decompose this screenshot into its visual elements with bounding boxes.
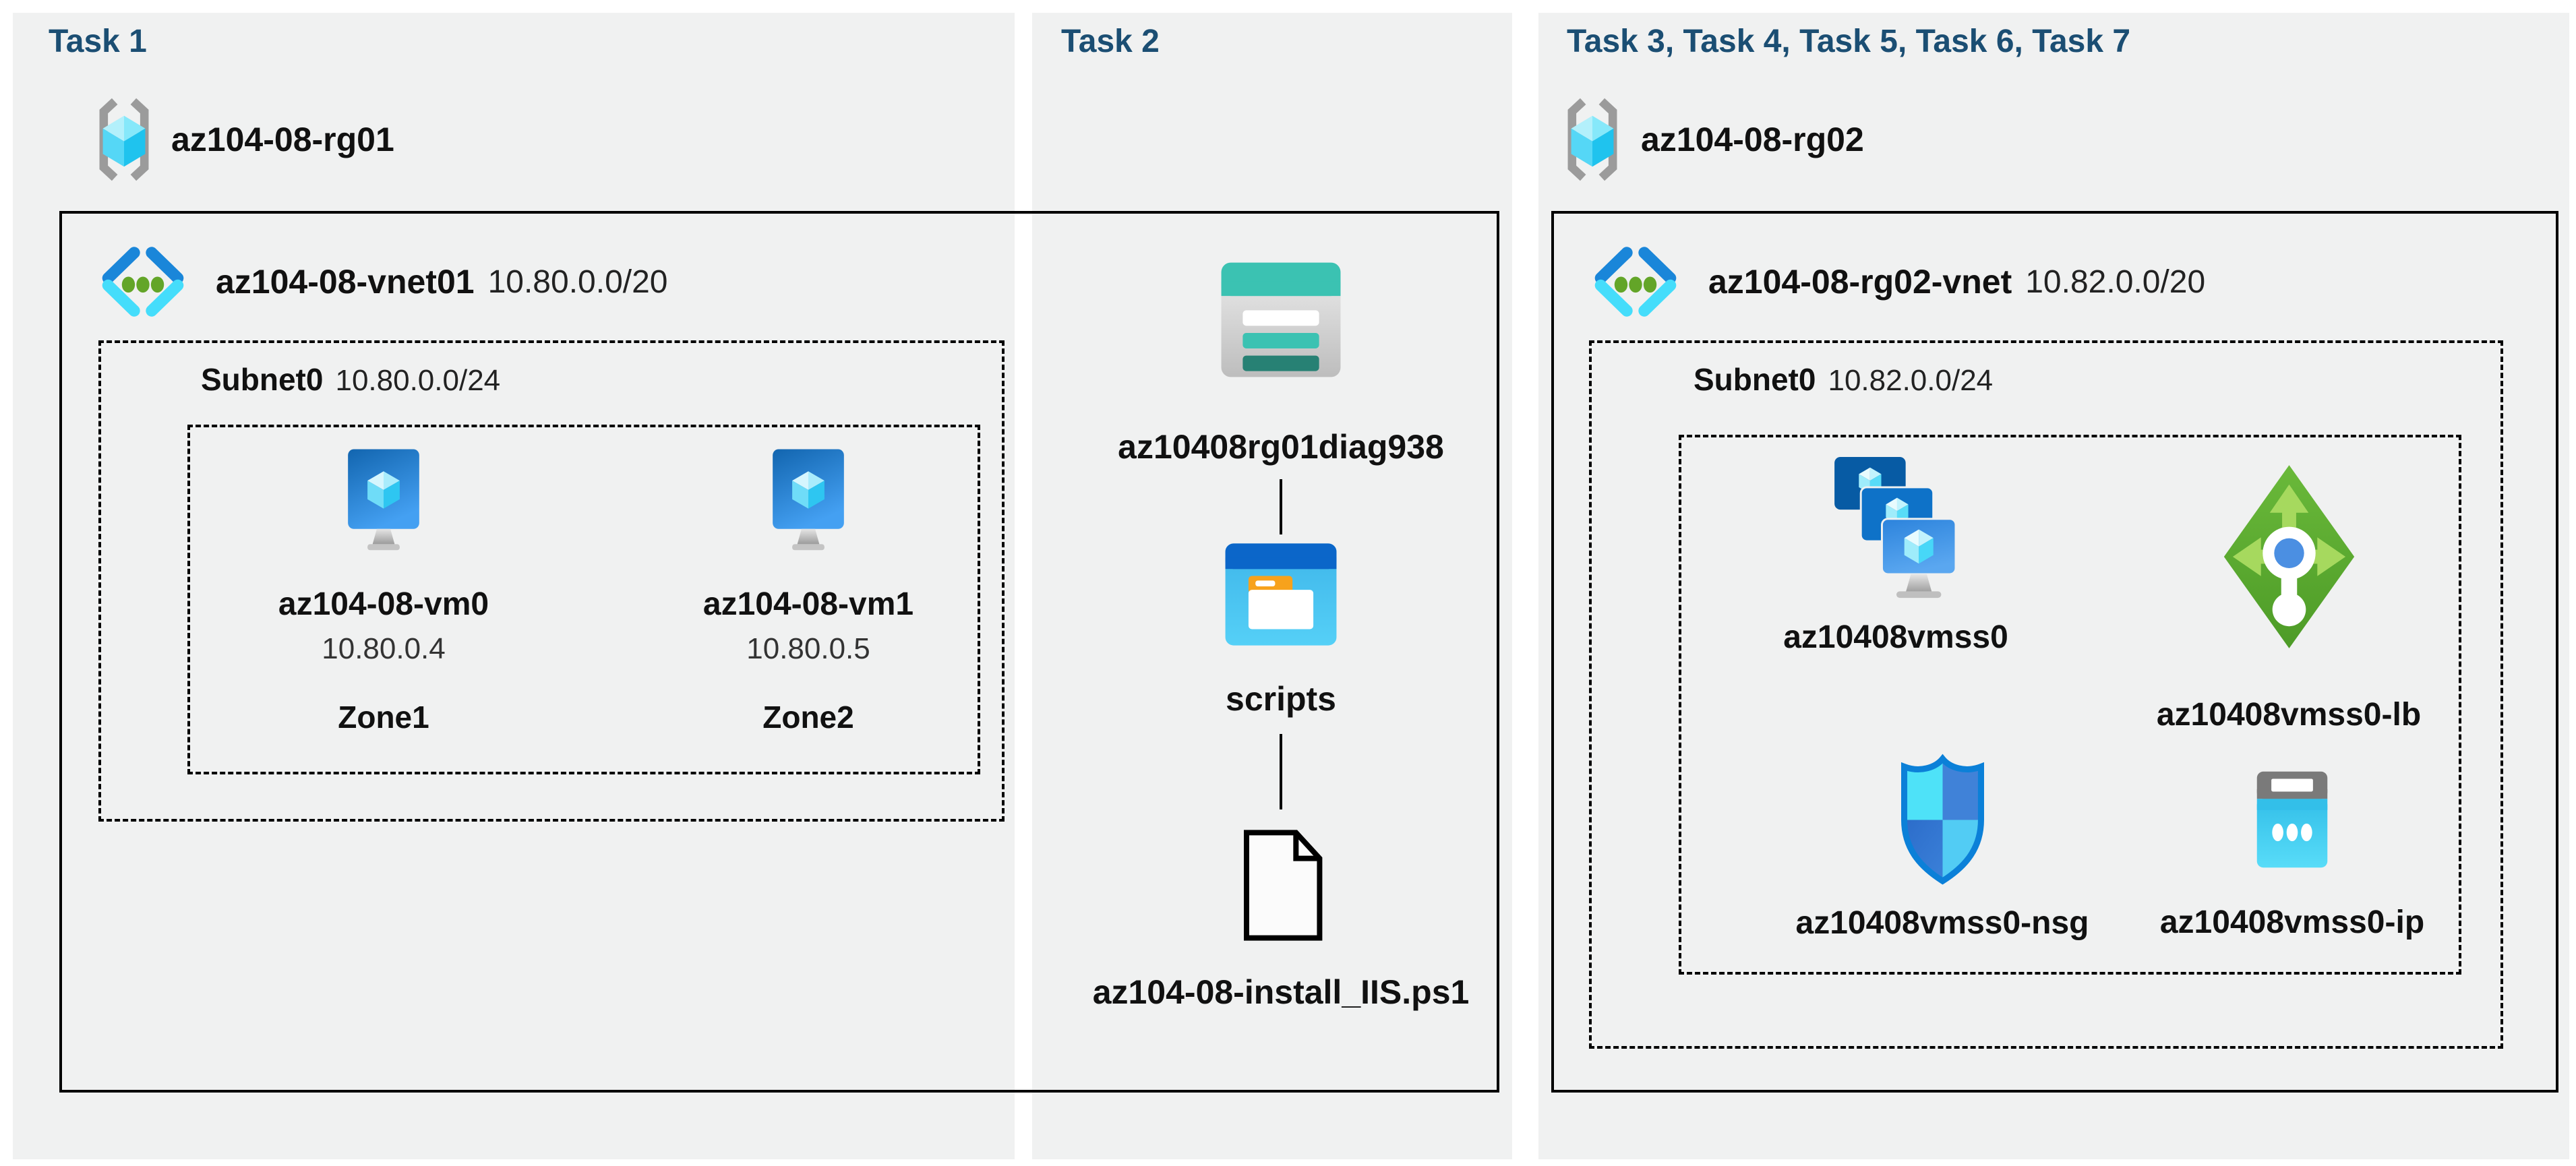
task3-title: Task 3, Task 4, Task 5, Task 6, Task 7 (1567, 24, 2131, 59)
connector-line (1280, 734, 1282, 809)
vm0-item: az104-08-vm0 10.80.0.4 Zone1 (278, 448, 489, 735)
subnet2-box (1589, 340, 2503, 1049)
nsg-item: az10408vmss0-nsg (1796, 754, 2089, 943)
vm-group-box (187, 425, 980, 774)
script-file-name: az104-08-install_IIS.ps1 (1092, 973, 1470, 1011)
vm-scale-set-icon (1834, 456, 1957, 599)
virtual-network-icon (1594, 247, 1677, 317)
resource-group-name: az104-08-rg02 (1641, 121, 1864, 158)
vm0-name: az104-08-vm0 (278, 586, 489, 622)
task2-title: Task 2 (1061, 24, 1160, 59)
public-ip-name: az10408vmss0-ip (2159, 904, 2425, 940)
scripts-folder-icon (1225, 543, 1337, 646)
virtual-machine-icon (773, 449, 844, 551)
vm1-zone: Zone2 (762, 700, 854, 735)
load-balancer-icon (2223, 465, 2354, 648)
network-security-group-icon (1900, 754, 1984, 885)
connector-line (1280, 479, 1282, 534)
vm0-ip: 10.80.0.4 (322, 632, 446, 665)
vm1-ip: 10.80.0.5 (746, 632, 870, 665)
vnet2-cidr: 10.82.0.0/20 (2025, 264, 2206, 300)
panel-task3 (1538, 13, 2569, 1159)
vnet1-label: az104-08-vnet01 10.80.0.0/20 (216, 244, 667, 319)
vnet1-cidr: 10.80.0.0/20 (487, 264, 668, 300)
vnet1-boundary-box (59, 211, 1499, 1093)
panel-task1 (13, 13, 1015, 1159)
resource-group-icon (99, 98, 149, 181)
vnet2-name: az104-08-rg02-vnet (1708, 263, 2012, 301)
vm0-zone: Zone1 (338, 700, 429, 735)
folder-name: scripts (1226, 680, 1336, 718)
subnet2-cidr: 10.82.0.0/24 (1828, 364, 1994, 397)
vnet2-boundary-box (1551, 211, 2558, 1093)
task2-content: az10408rg01diag938 scripts az104-08-inst… (1058, 260, 1503, 1011)
resource-group-icon (1567, 98, 1617, 181)
vnet1-name: az104-08-vnet01 (216, 263, 475, 301)
load-balancer-name: az10408vmss0-lb (2156, 697, 2422, 733)
task1-title: Task 1 (49, 24, 147, 59)
subnet1-cidr: 10.80.0.0/24 (335, 364, 501, 397)
vnet2-label: az104-08-rg02-vnet 10.82.0.0/20 (1708, 244, 2205, 319)
vmss-name: az10408vmss0 (1783, 619, 2008, 655)
storage-account-icon (1221, 262, 1341, 377)
vm1-item: az104-08-vm1 10.80.0.5 Zone2 (703, 448, 913, 735)
virtual-network-icon (102, 247, 184, 317)
subnet1-box (98, 340, 1005, 822)
vm1-name: az104-08-vm1 (702, 586, 914, 622)
resource-group-name: az104-08-rg01 (171, 121, 394, 158)
subnet1-label: Subnet0 10.80.0.0/24 (201, 361, 500, 398)
subnet2-label: Subnet0 10.82.0.0/24 (1694, 361, 1993, 398)
storage-account-name: az10408rg01diag938 (1118, 428, 1444, 466)
vmss-item: az10408vmss0 (1783, 456, 2008, 657)
subnet1-name: Subnet0 (201, 362, 324, 397)
nsg-name: az10408vmss0-nsg (1795, 905, 2089, 941)
vmss-group-box (1679, 435, 2461, 975)
public-ip-item: az10408vmss0-ip (2160, 768, 2424, 942)
script-file-icon (1243, 830, 1323, 941)
subnet2-name: Subnet0 (1694, 362, 1816, 397)
virtual-machine-icon (348, 449, 419, 551)
load-balancer-item: az10408vmss0-lb (2157, 460, 2421, 735)
public-ip-icon (2256, 771, 2328, 868)
